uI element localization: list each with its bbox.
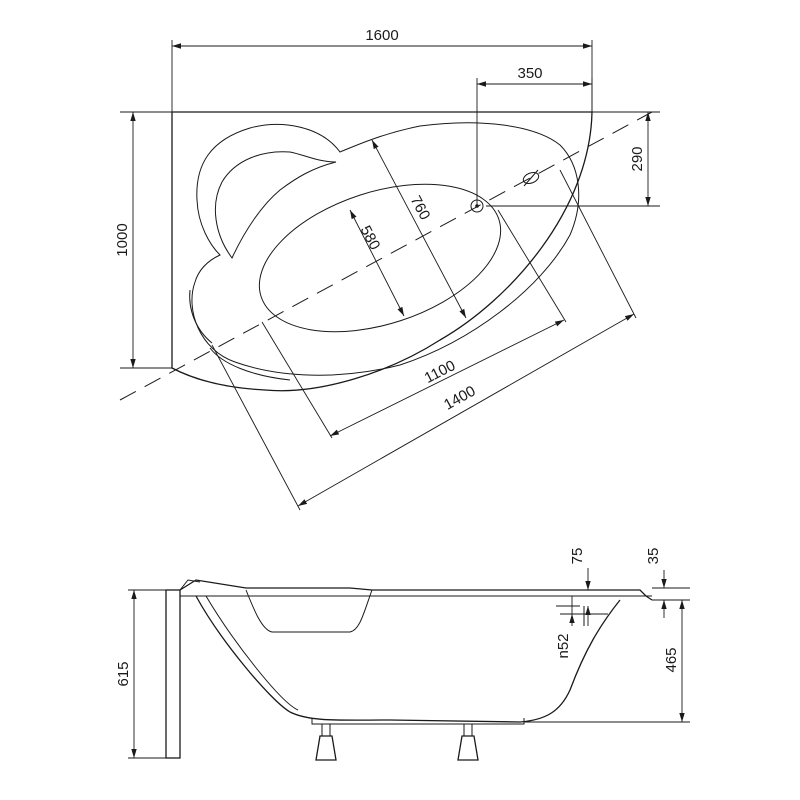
inner-basin <box>245 589 373 633</box>
top-view: 1600 350 290 1000 760 580 <box>114 27 660 511</box>
drain-icon <box>470 199 484 213</box>
headrest <box>214 151 337 259</box>
dim-label-290: 290 <box>629 146 646 171</box>
foot-right <box>457 723 479 761</box>
dim-label-615: 615 <box>115 661 132 686</box>
side-view: 615 465 35 75 n52 <box>115 548 690 761</box>
dim-label-760: 760 <box>407 193 434 223</box>
tub-shell-side <box>195 595 621 723</box>
dim-label-n52: n52 <box>555 633 572 658</box>
dim-label-75: 75 <box>569 548 586 565</box>
rim-top <box>179 579 653 601</box>
dim-label-580: 580 <box>357 223 384 253</box>
dim-line-1100 <box>329 319 565 437</box>
basin-bottom <box>258 183 502 333</box>
dim-label-35: 35 <box>645 548 662 565</box>
front-panel <box>165 589 181 759</box>
inner-rim <box>191 122 580 376</box>
dim-line-760 <box>371 139 467 319</box>
dim-line-1400 <box>297 313 635 507</box>
dim-label-1100: 1100 <box>422 357 458 387</box>
dim-label-465: 465 <box>663 647 680 672</box>
dim-line-580 <box>349 209 405 317</box>
center-axis <box>119 111 653 401</box>
dim-label-1400: 1400 <box>441 383 478 414</box>
dim-label-1000: 1000 <box>114 223 131 256</box>
dim-label-1600: 1600 <box>365 27 398 44</box>
dim-label-350: 350 <box>517 65 542 82</box>
foot-left <box>315 723 337 761</box>
